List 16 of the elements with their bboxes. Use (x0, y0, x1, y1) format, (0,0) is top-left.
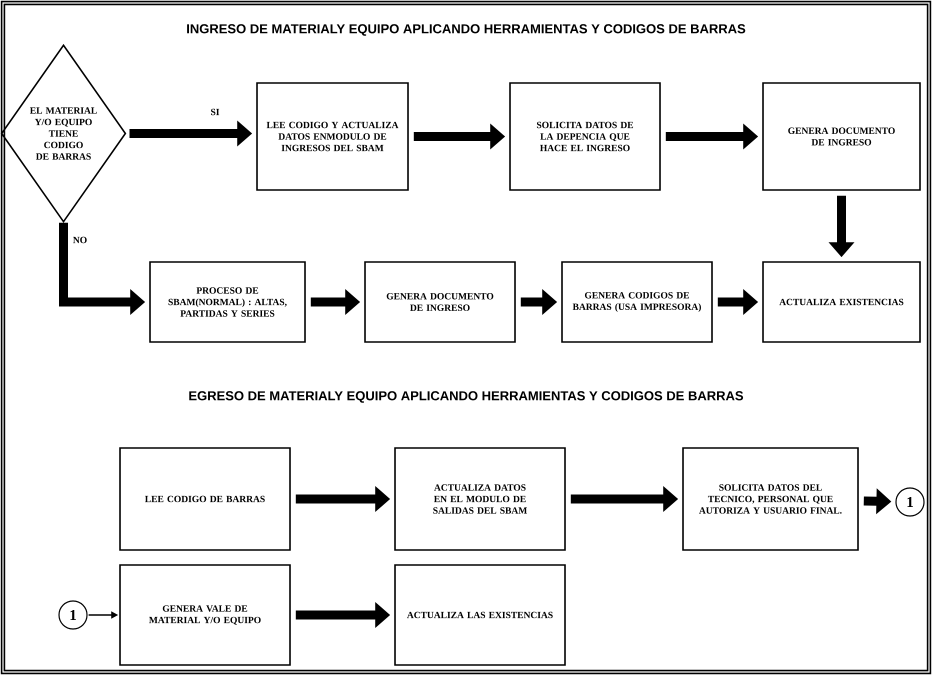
edge-label: NO (73, 236, 87, 244)
process-box: GENERA CODIGOS DE BARRAS (USA IMPRESORA) (561, 261, 713, 343)
section-heading: EGRESO DE MATERIALY EQUIPO APLICANDO HERRAMIENTAS Y CODIGOS DE BARRAS (189, 391, 744, 403)
section-heading: INGRESO DE MATERIALY EQUIPO APLICANDO HERRAMIENTAS Y CODIGOS DE BARRAS (187, 24, 746, 36)
process-box: SOLICITA DATOS DEL TECNICO, PERSONAL QUE AUTORIZA Y USUARIO FINAL. (682, 447, 859, 551)
process-box: GENERA VALE DE MATERIAL Y/O EQUIPO (119, 564, 291, 666)
process-box: ACTUALIZA DATOS EN EL MODULO DE SALIDAS DEL SBAM (394, 447, 566, 551)
process-box: LEE CODIGO DE BARRAS (119, 447, 291, 551)
process-box: SOLICITA DATOS DE LA DEPENCIA QUE HACE EL INGRESO (509, 82, 661, 191)
edge-label: SI (211, 108, 220, 116)
process-box: GENERA DOCUMENTO DE INGRESO (364, 261, 516, 343)
process-box: PROCESO DE SBAM(NORMAL) : ALTAS, PARTIDAS Y SERIES (149, 261, 306, 343)
process-box: GENERA DOCUMENTO DE INGRESO (762, 82, 921, 191)
process-box: LEE CODIGO Y ACTUALIZA DATOS ENMODULO DE INGRESOS DEL SBAM (256, 82, 409, 191)
process-box: ACTUALIZA EXISTENCIAS (762, 261, 921, 343)
process-box: ACTUALIZA LAS EXISTENCIAS (394, 564, 566, 666)
